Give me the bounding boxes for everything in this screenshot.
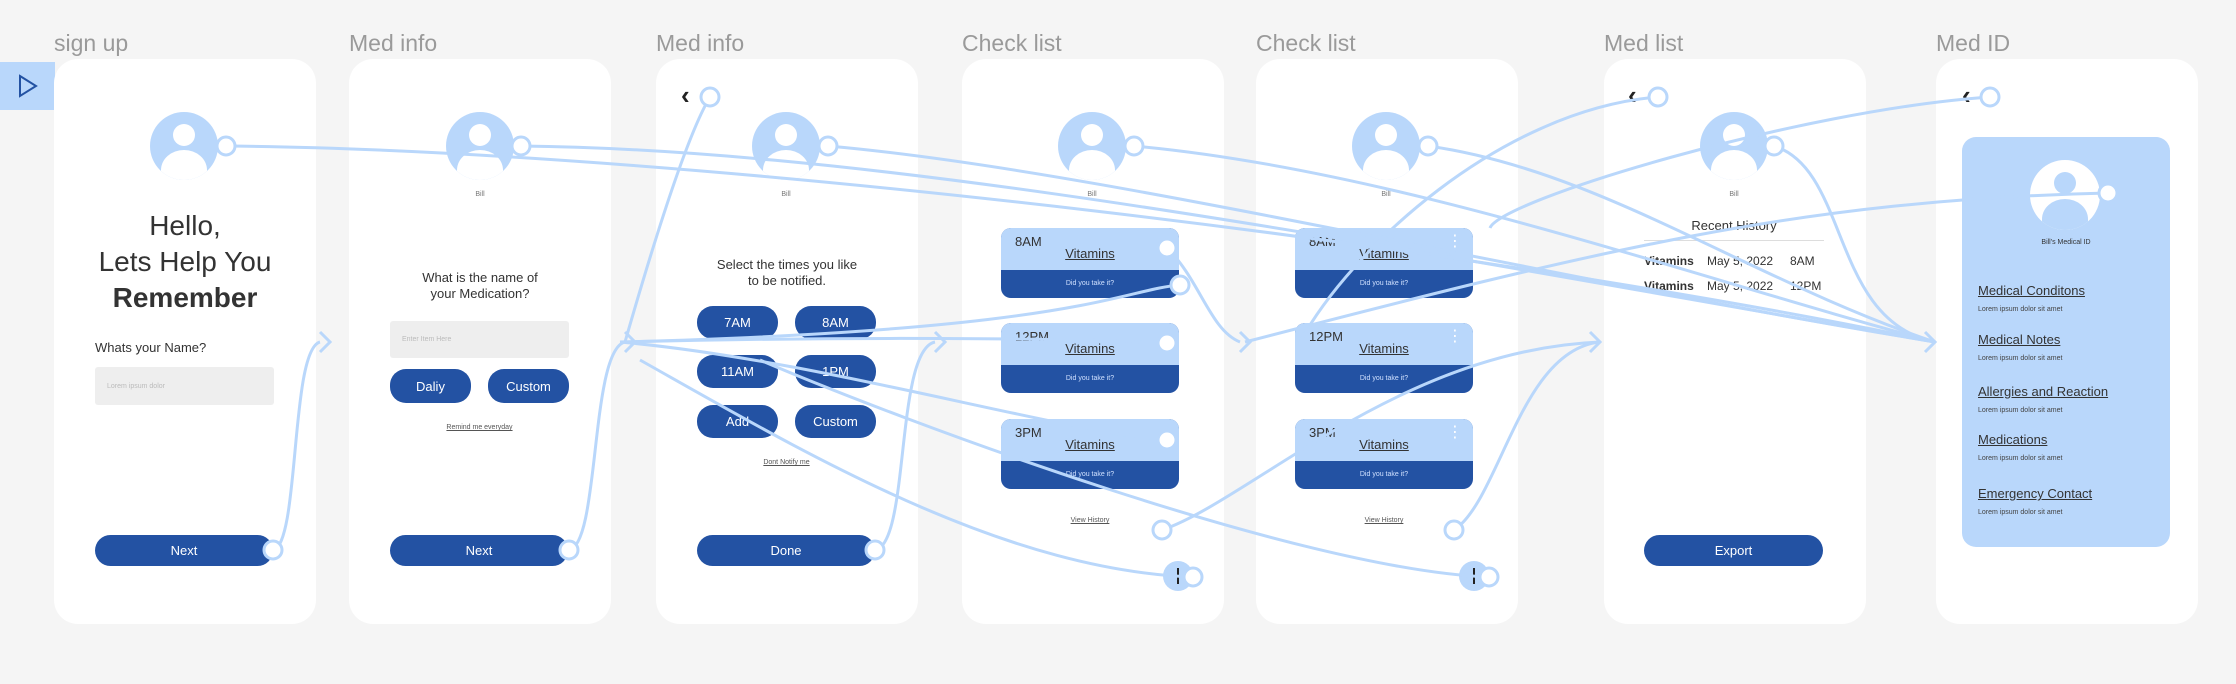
medications-link[interactable]: Medications <box>1978 432 2048 447</box>
done-button[interactable]: Done <box>697 535 875 566</box>
user-avatar-icon <box>1352 112 1420 180</box>
frame-label-medinfo-2: Med info <box>656 30 745 56</box>
card-title[interactable]: Vitamins <box>1065 246 1115 261</box>
user-avatar-icon <box>446 112 514 180</box>
time-11am-button[interactable]: 11AM <box>697 355 778 388</box>
frame-label-signup: sign up <box>54 30 129 56</box>
frame-label-medid: Med ID <box>1936 30 2011 56</box>
emergency-contact-link[interactable]: Emergency Contact <box>1978 486 2093 501</box>
recent-history-title: Recent History <box>1691 218 1777 233</box>
hello-heading: Hello, Lets Help You Remember <box>54 208 316 316</box>
custom-button[interactable]: Custom <box>488 369 569 403</box>
allergies-link[interactable]: Allergies and Reaction <box>1978 384 2109 399</box>
arrow-head <box>1588 330 1603 354</box>
arrow-head <box>623 330 638 354</box>
card-title[interactable]: Vitamins <box>1065 437 1115 452</box>
user-avatar-icon <box>2030 160 2100 230</box>
medical-id-card: Bill's Medical ID Medical Conditons Lore… <box>1962 137 2170 547</box>
user-name: Bill <box>1729 191 1739 198</box>
medinfo-next-button[interactable]: Next <box>390 535 568 566</box>
kebab-icon[interactable]: ⋮ <box>1447 424 1463 441</box>
card-question: Did you take it? <box>1065 471 1115 478</box>
medication-question: What is the name of your Medication? <box>349 270 611 302</box>
time-8am-button[interactable]: 8AM <box>795 306 876 339</box>
card-question: Did you take it? <box>1359 471 1409 478</box>
card-question: Did you take it? <box>1065 375 1115 382</box>
chevron-left-icon[interactable]: ‹ <box>681 80 690 110</box>
play-icon <box>18 74 38 98</box>
user-avatar-icon <box>1700 112 1768 180</box>
user-name: Bill <box>781 191 791 198</box>
section-subtext: Lorem ipsum dolor sit amet <box>1978 407 2063 414</box>
add-time-button[interactable]: Add <box>697 405 778 438</box>
view-history-link[interactable]: View History <box>1070 517 1110 524</box>
medication-question-line1: What is the name of <box>422 270 538 285</box>
user-avatar-icon <box>752 112 820 180</box>
arrow-head <box>1238 330 1253 354</box>
frame-label-checklist-2: Check list <box>1256 30 1356 56</box>
kebab-icon[interactable]: ⋮ <box>1447 328 1463 345</box>
arrow-head <box>933 330 948 354</box>
kebab-icon[interactable] <box>1459 561 1489 591</box>
select-times-line1: Select the times you like <box>716 257 858 272</box>
history-name: Vitamins <box>1644 279 1694 293</box>
hello-text: Hello, <box>149 210 221 241</box>
dont-notify-link[interactable]: Dont Notify me <box>763 459 810 466</box>
divider <box>1644 240 1824 241</box>
view-history-link[interactable]: View History <box>1364 517 1404 524</box>
medication-name-input[interactable]: Enter Item Here <box>390 321 569 358</box>
chevron-left-icon[interactable]: ‹ <box>1962 80 1971 110</box>
chevron-left-icon[interactable]: ‹ <box>1628 80 1637 110</box>
user-name: Bill <box>1087 191 1097 198</box>
user-name: Bill <box>475 191 485 198</box>
history-name: Vitamins <box>1644 254 1694 268</box>
frame-label-checklist-1: Check list <box>962 30 1062 56</box>
present-play-button[interactable] <box>0 62 55 110</box>
kebab-icon[interactable] <box>1163 561 1193 591</box>
user-avatar-icon <box>1058 112 1126 180</box>
select-times-text: Select the times you like to be notified… <box>656 257 918 289</box>
select-times-line2: to be notified. <box>747 273 827 288</box>
lets-help-text: Lets Help You <box>98 246 272 277</box>
section-subtext: Lorem ipsum dolor sit amet <box>1978 306 2063 313</box>
history-time: 8AM <box>1790 254 1815 268</box>
section-subtext: Lorem ipsum dolor sit amet <box>1978 355 2063 362</box>
card-question: Did you take it? <box>1359 280 1409 287</box>
section-subtext: Lorem ipsum dolor sit amet <box>1978 455 2063 462</box>
remember-text: Remember <box>112 282 258 313</box>
history-date: May 5, 2022 <box>1707 279 1774 293</box>
arrow-head <box>318 330 333 354</box>
card-question: Did you take it? <box>1065 280 1115 287</box>
history-time: 12PM <box>1790 279 1822 293</box>
card-question: Did you take it? <box>1359 375 1409 382</box>
user-avatar-icon <box>150 112 218 180</box>
user-name: Bill <box>1381 191 1391 198</box>
frame-label-medlist: Med list <box>1604 30 1684 56</box>
medical-notes-link[interactable]: Medical Notes <box>1978 332 2061 347</box>
medication-question-line2: your Medication? <box>430 286 530 301</box>
medical-id-title: Bill's Medical ID <box>2041 239 2091 246</box>
time-7am-button[interactable]: 7AM <box>697 306 778 339</box>
export-button[interactable]: Export <box>1644 535 1823 566</box>
frame-label-medinfo-1: Med info <box>349 30 438 56</box>
custom-time-button[interactable]: Custom <box>795 405 876 438</box>
signup-next-button[interactable]: Next <box>95 535 273 566</box>
name-question: Whats your Name? <box>95 340 207 355</box>
arrow-head <box>1923 330 1938 354</box>
section-subtext: Lorem ipsum dolor sit amet <box>1978 509 2063 516</box>
time-1pm-button[interactable]: 1PM <box>795 355 876 388</box>
kebab-icon[interactable]: ⋮ <box>1447 233 1463 250</box>
name-input[interactable]: Lorem ipsum dolor <box>95 367 274 405</box>
remind-everyday-link[interactable]: Remind me everyday <box>446 424 513 431</box>
history-date: May 5, 2022 <box>1707 254 1774 268</box>
daily-button[interactable]: Daliy <box>390 369 471 403</box>
medical-conditions-link[interactable]: Medical Conditons <box>1978 283 2085 298</box>
card-title[interactable]: Vitamins <box>1065 341 1115 356</box>
